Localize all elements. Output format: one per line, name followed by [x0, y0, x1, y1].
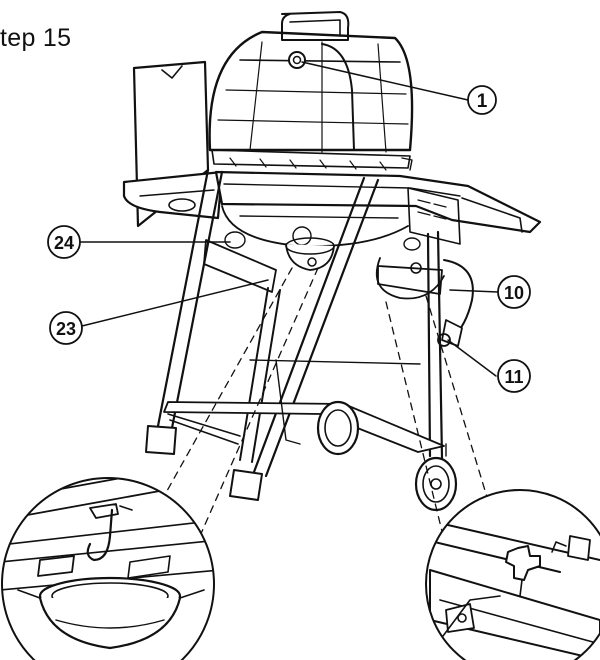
detail-circle-drip-pan-hook: [1, 477, 215, 660]
grill-cart: [122, 168, 542, 512]
callout-11: 11: [497, 359, 531, 393]
callout-23: 23: [49, 311, 83, 345]
callout-23-label: 23: [56, 319, 76, 339]
leader-lines: [79, 61, 499, 377]
detail-circle-bracket-knob: [425, 489, 600, 660]
callout-1: 1: [467, 85, 497, 115]
callout-11-label: 11: [504, 367, 523, 387]
step-title: tep 15: [0, 24, 72, 52]
callout-10: 10: [497, 275, 531, 309]
callout-1-label: 1: [477, 91, 488, 112]
callout-10-label: 10: [504, 283, 524, 303]
callout-24-label: 24: [54, 233, 74, 253]
grill-lid: [208, 11, 414, 171]
callout-24: 24: [47, 225, 81, 259]
